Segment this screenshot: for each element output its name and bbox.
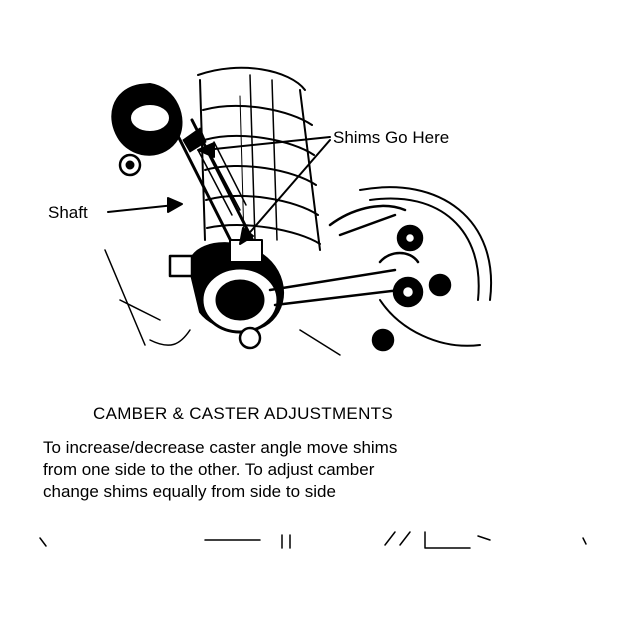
caption-line: To increase/decrease caster angle move s… [43,438,398,457]
frame-lines [104,249,341,356]
figure-title: CAMBER & CASTER ADJUSTMENTS [93,404,393,423]
shims-label: Shims Go Here [333,128,450,147]
figure-caption: To increase/decrease caster angle move s… [43,437,397,503]
brake-disc [359,186,493,347]
caption-line: change shims equally from side to side [43,482,336,501]
caption-line: from one side to the other. To adjust ca… [43,460,375,479]
scan-artifacts [39,531,587,549]
linkage [268,204,452,352]
shaft-label: Shaft [48,203,88,222]
lower-bushing [168,239,285,350]
shims-arrows [197,136,331,245]
upper-control-arm [111,83,257,257]
shaft-arrow [107,197,183,213]
